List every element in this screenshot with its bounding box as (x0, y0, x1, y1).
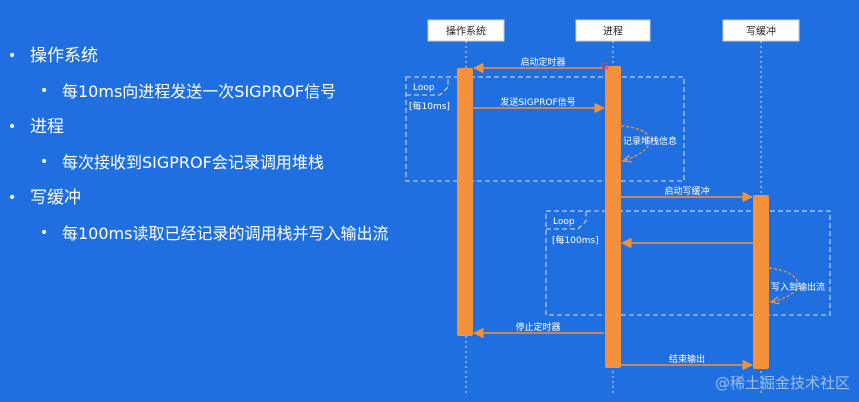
watermark: @稀土掘金技术社区 (715, 374, 850, 392)
bullet-dot: • (40, 154, 49, 170)
sub-bullet-process: • 每次接收到SIGPROF会记录调用堆栈 (0, 145, 440, 180)
sub-bullet-process-text: 每次接收到SIGPROF会记录调用堆栈 (62, 153, 324, 172)
bullet-buffer: • 写缓冲 (0, 180, 440, 216)
message-record-stack: 记录堆栈信息 (623, 135, 677, 147)
message-start-dot (601, 62, 609, 70)
loop-guard-100ms: [每100ms] (552, 234, 599, 246)
sub-bullet-os: • 每10ms向进程发送一次SIGPROF信号 (0, 74, 440, 109)
message-stop-timer: 停止定时器 (515, 321, 560, 333)
message-write-output: 写入到输出流 (771, 281, 825, 293)
bullet-buffer-text: 写缓冲 (30, 188, 81, 208)
bullet-process: • 进程 (0, 109, 440, 145)
activation-buffer (753, 195, 769, 369)
loop-frame-100ms (545, 210, 831, 316)
bullet-dot: • (8, 48, 17, 64)
bullet-os-text: 操作系统 (30, 46, 98, 66)
bullet-dot: • (40, 225, 49, 241)
bullet-process-text: 进程 (30, 117, 64, 137)
loop-label-10ms: Loop (413, 83, 435, 93)
loop-tab-10ms (406, 77, 449, 96)
bullet-list: • 操作系统 • 每10ms向进程发送一次SIGPROF信号 • 进程 • 每次接收到S… (0, 38, 440, 251)
message-end-output: 结束输出 (669, 353, 705, 365)
sub-bullet-buffer-text: 每100ms读取已经记录的调用栈并写入输出流 (62, 224, 389, 243)
bullet-os: • 操作系统 (0, 38, 440, 74)
activation-process (605, 66, 621, 368)
participant-process-label: 进程 (603, 26, 623, 38)
loop-label-100ms: Loop (553, 217, 575, 227)
message-start-buffer: 启动写缓冲 (664, 185, 709, 197)
participant-buffer-label: 写缓冲 (746, 25, 776, 38)
sub-bullet-os-text: 每10ms向进程发送一次SIGPROF信号 (62, 82, 337, 101)
participant-os-label: 操作系统 (446, 25, 486, 38)
message-start-timer: 启动定时器 (520, 56, 565, 68)
loop-guard-10ms: [每10ms] (409, 100, 450, 112)
bullet-dot: • (40, 83, 49, 99)
sub-bullet-buffer: • 每100ms读取已经记录的调用栈并写入输出流 (0, 216, 440, 251)
arrow-write-output (768, 267, 799, 302)
activation-os (457, 68, 473, 336)
loop-frame-10ms (405, 76, 685, 182)
message-send-signal: 发送SIGPROF信号 (500, 96, 575, 108)
bullet-dot: • (8, 119, 17, 135)
bullet-dot: • (8, 190, 17, 206)
loop-tab-100ms (546, 211, 587, 230)
